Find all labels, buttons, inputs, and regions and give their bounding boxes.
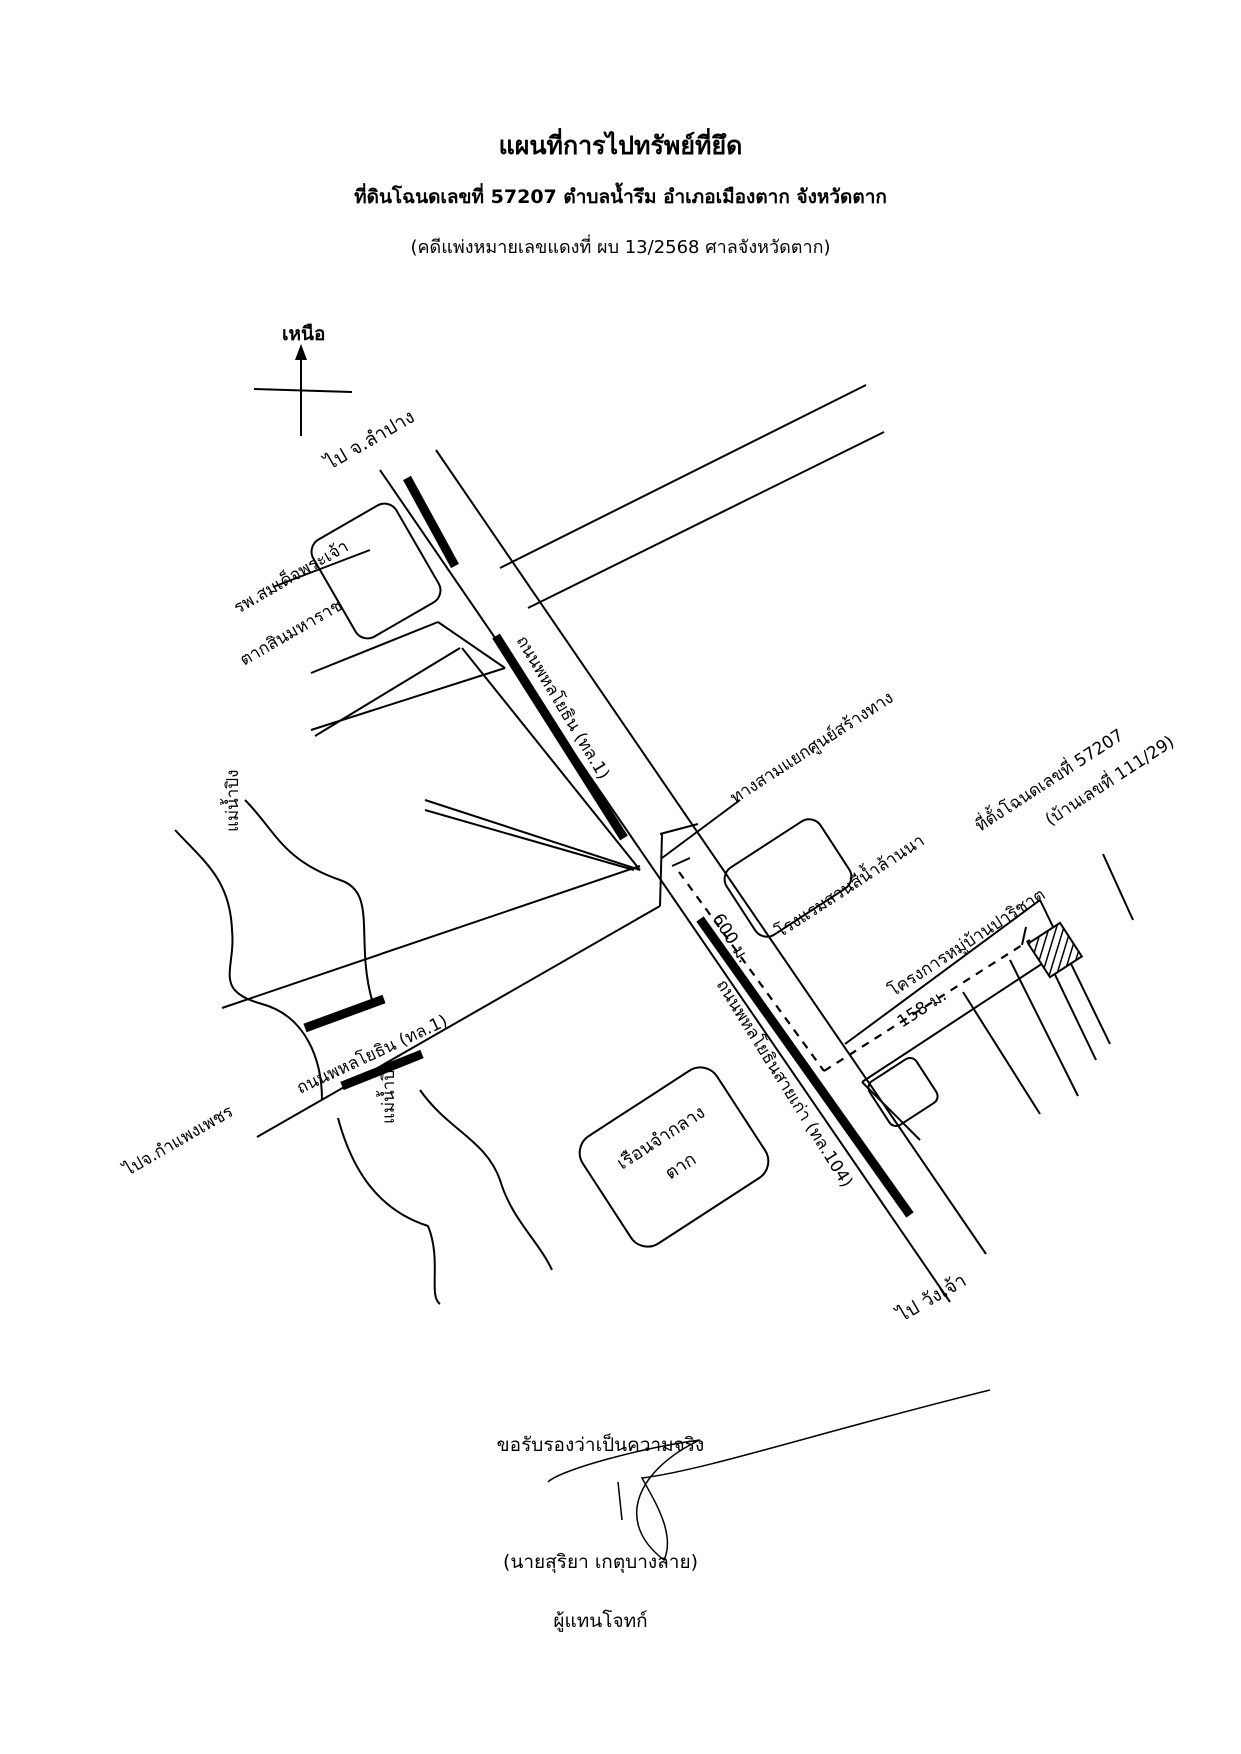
map-subtitle: ที่ดินโฉนดเลขที่ 57207 ตำบลน้ำรึม อำเภอเ… <box>354 186 887 208</box>
certify-text: ขอรับรองว่าเป็นความจริง <box>496 1434 705 1456</box>
prison-box <box>578 1066 770 1248</box>
route-start-tick <box>671 857 691 867</box>
village-roads <box>659 823 1111 1141</box>
west-block <box>314 647 635 871</box>
river-bank-lower-east <box>419 1089 553 1271</box>
small-building-box <box>867 1057 939 1127</box>
label-road-old: ถนนพหลโยธินสายเก่า (ทล.104) <box>712 976 858 1192</box>
road-markers <box>303 475 914 1218</box>
label-to-kamphaeng: ไปจ.กำแพงเพชร <box>118 1101 236 1182</box>
river-bank-west <box>174 829 323 1101</box>
main-road-outline <box>379 449 987 1303</box>
hospital-box <box>310 502 442 640</box>
river-bank-lower-west <box>337 1117 441 1305</box>
intersection-pointer <box>661 799 741 859</box>
label-to-lampang: ไป จ.ลำปาง <box>320 406 419 476</box>
west-roads <box>272 549 641 871</box>
north-label: เหนือ <box>282 323 325 345</box>
map-title: แผนที่การไปทรัพย์ที่ยึด <box>498 131 743 160</box>
label-hotel: โรงแรมสวนสีน้ำล้านนา <box>770 828 928 942</box>
kamphaeng-road <box>221 865 661 1138</box>
upper-east-road <box>499 384 885 609</box>
label-village: โครงการหมู่บ้านปาริชาต <box>884 884 1049 1001</box>
signature-stroke <box>547 1389 991 1562</box>
label-road-phahon-upper: ถนนพหลโยธิน (ทล.1) <box>512 632 614 783</box>
north-arrow-icon <box>253 344 353 436</box>
signature-tick <box>617 1481 623 1521</box>
hotel-box <box>723 818 853 938</box>
label-intersection: ทางสามแยกศูนย์สร้างทาง <box>727 688 897 808</box>
signer-name: (นายสุริยา เกตุบางลาย) <box>502 1551 699 1573</box>
route-dashed <box>678 871 1031 1072</box>
label-prison-line2: ตาก <box>661 1149 700 1184</box>
seized-parcel <box>1026 921 1084 979</box>
signer-role: ผู้แทนโจทก์ <box>553 1610 648 1632</box>
route-end-tick <box>1021 926 1027 946</box>
parcel-pointer <box>1102 853 1134 921</box>
label-river-upper: แม่น้ำปิง <box>220 770 243 832</box>
river-bank-east <box>244 799 373 1001</box>
case-reference: (คดีแพ่งหมายเลขแดงที่ ผบ 13/2568 ศาลจังห… <box>410 237 831 258</box>
label-to-wangchao: ไป วังเจ้า <box>892 1269 970 1327</box>
label-river-lower: แม่น้ำปิง <box>376 1062 399 1124</box>
